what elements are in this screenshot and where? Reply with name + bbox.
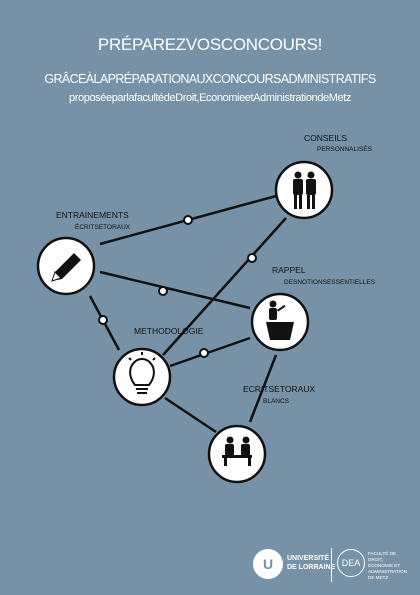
node-methodologie: METHODOLOGIE <box>112 326 204 407</box>
dea-logo: DEA <box>337 549 365 577</box>
lecturer-icon <box>266 300 294 340</box>
node-rappel-label: RAPPEL <box>272 265 306 275</box>
people-icon <box>293 171 316 209</box>
connector-entrainements-rappel <box>99 270 251 310</box>
ul-line2: DE LORRAINE <box>287 564 336 571</box>
dea-text: FACULTÉ DE DROIT, ÉCONOMIE ET ADMINISTRA… <box>368 551 407 580</box>
logo-divider <box>331 548 332 582</box>
connector-rappel-methodologie <box>169 336 251 368</box>
connector-conseils-methodologie <box>162 217 287 356</box>
connector-methodologie-ecrits <box>164 396 217 434</box>
lightbulb-icon <box>128 352 156 394</box>
page-subtitle: GRÂCEÀLAPRÉPARATIONAUXCONCOURSADMINISTRA… <box>44 72 376 86</box>
node-ecrits-sublabel: BLANCS <box>263 398 290 405</box>
page-title: PRÉPAREZVOSCONCOURS! <box>97 35 323 54</box>
footer-logos: U UNIVERSITÉ DE LORRAINE DEA FACULTÉ DE … <box>253 546 407 586</box>
node-circle <box>112 347 172 407</box>
pencil-icon <box>51 253 81 282</box>
connector-dot <box>183 215 193 225</box>
connector-dot <box>158 286 168 296</box>
universite-lorraine-logo: U <box>253 549 283 579</box>
node-methodologie-label: METHODOLOGIE <box>134 326 204 336</box>
connector-rappel-ecrits <box>248 354 278 423</box>
universite-lorraine-text: UNIVERSITÉ DE LORRAINE <box>287 554 335 572</box>
node-entrainements-label: ENTRAINEMENTS <box>56 210 129 220</box>
node-rappel-sublabel: DESNOTIONSESSENTIELLES <box>284 279 376 286</box>
ul-line1: UNIVERSITÉ <box>287 555 330 562</box>
node-conseils: CONSEILS PERSONNALISÉS <box>274 133 373 220</box>
node-ecrits: ECRITSETORAUX BLANCS <box>207 384 315 484</box>
connector-dot <box>247 253 257 263</box>
node-ecrits-label: ECRITSETORAUX <box>243 384 315 394</box>
node-rappel: RAPPEL DESNOTIONSESSENTIELLES <box>250 265 376 352</box>
page-subtitle-secondary: proposéeparlafacultédeDroit,EconomieetAd… <box>69 92 351 104</box>
connector-dots <box>98 215 257 358</box>
node-circle <box>207 424 267 484</box>
node-circle <box>274 160 334 220</box>
students-icon <box>222 436 252 466</box>
node-conseils-sublabel: PERSONNALISÉS <box>317 144 373 153</box>
connector-dot <box>199 348 209 358</box>
node-entrainements-sublabel: ÉCRITSETORAUX <box>75 222 131 231</box>
node-entrainements: ENTRAINEMENTS ÉCRITSETORAUX <box>36 210 131 296</box>
connector-dot <box>98 315 108 325</box>
node-conseils-label: CONSEILS <box>304 133 347 143</box>
